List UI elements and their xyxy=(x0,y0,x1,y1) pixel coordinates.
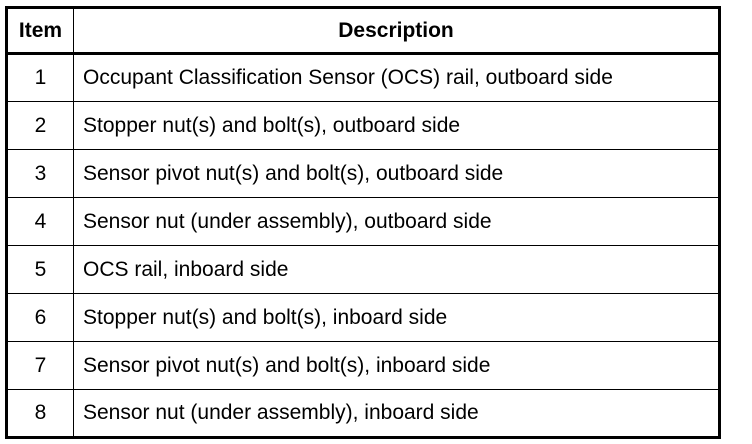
item-description: Occupant Classification Sensor (OCS) rai… xyxy=(73,53,720,102)
item-description: Stopper nut(s) and bolt(s), inboard side xyxy=(73,293,720,342)
table-row: 4 Sensor nut (under assembly), outboard … xyxy=(6,197,720,246)
table-row: 8 Sensor nut (under assembly), inboard s… xyxy=(6,389,720,438)
item-number: 1 xyxy=(6,53,74,102)
item-number: 5 xyxy=(6,245,74,294)
table-row: 3 Sensor pivot nut(s) and bolt(s), outbo… xyxy=(6,149,720,198)
item-number: 6 xyxy=(6,293,74,342)
item-description: Sensor nut (under assembly), outboard si… xyxy=(73,197,720,246)
table-row: 5 OCS rail, inboard side xyxy=(6,245,720,294)
item-number: 8 xyxy=(6,389,74,438)
item-description: Sensor pivot nut(s) and bolt(s), outboar… xyxy=(73,149,720,198)
table-row: 6 Stopper nut(s) and bolt(s), inboard si… xyxy=(6,293,720,342)
table-header-row: Item Description xyxy=(6,7,720,55)
item-number: 2 xyxy=(6,101,74,150)
table-row: 7 Sensor pivot nut(s) and bolt(s), inboa… xyxy=(6,341,720,390)
table-row: 2 Stopper nut(s) and bolt(s), outboard s… xyxy=(6,101,720,150)
item-description: Stopper nut(s) and bolt(s), outboard sid… xyxy=(73,101,720,150)
column-header-item: Item xyxy=(6,7,74,55)
column-header-description: Description xyxy=(73,7,720,55)
item-description: Sensor nut (under assembly), inboard sid… xyxy=(73,389,720,438)
parts-table: Item Description 1 Occupant Classificati… xyxy=(5,6,721,439)
item-number: 4 xyxy=(6,197,74,246)
item-description: Sensor pivot nut(s) and bolt(s), inboard… xyxy=(73,341,720,390)
item-description: OCS rail, inboard side xyxy=(73,245,720,294)
table-row: 1 Occupant Classification Sensor (OCS) r… xyxy=(6,53,720,102)
item-number: 3 xyxy=(6,149,74,198)
item-number: 7 xyxy=(6,341,74,390)
